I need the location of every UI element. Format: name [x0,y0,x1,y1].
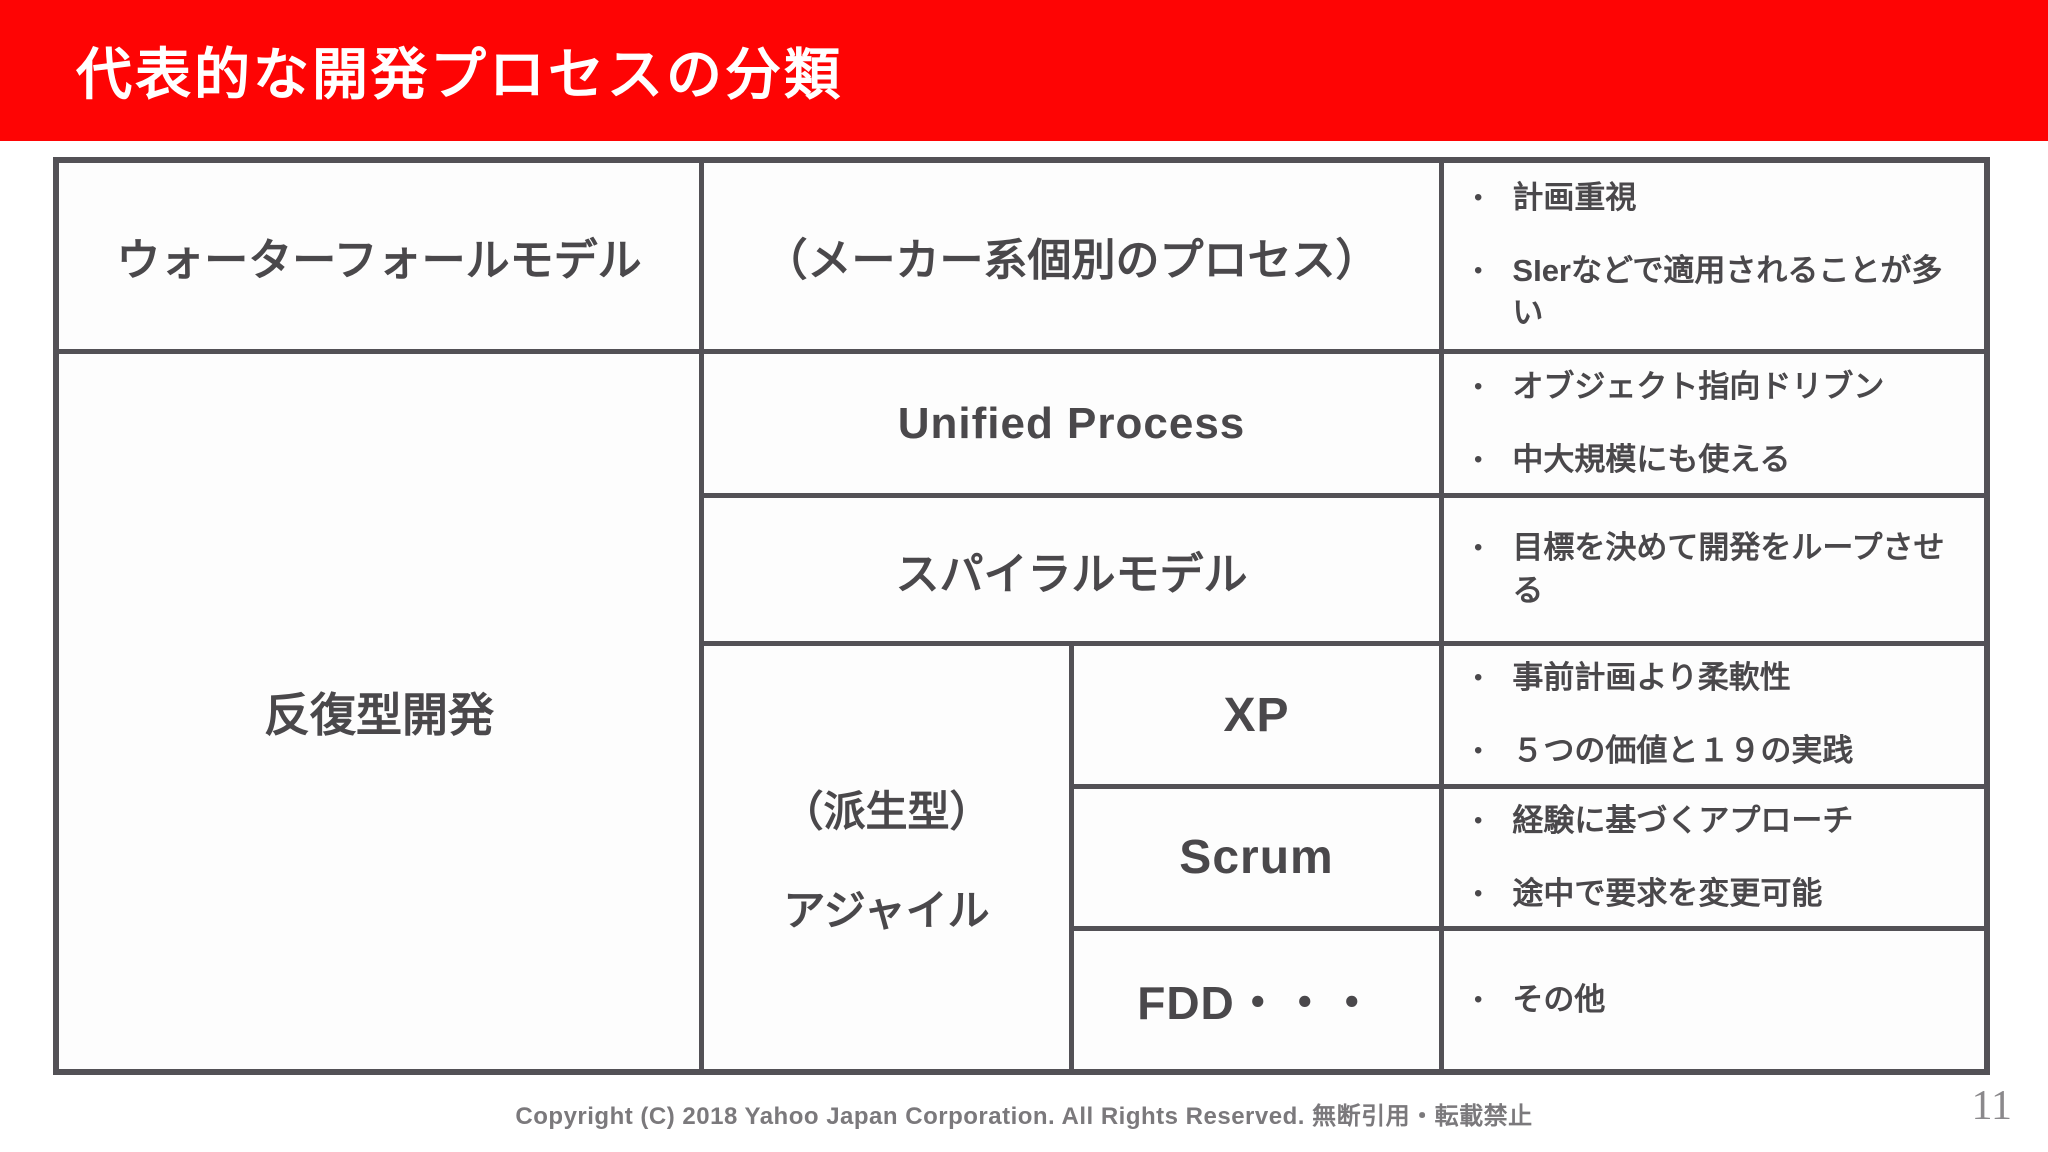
cell-scrum-notes: • 経験に基づくアプローチ • 途中で要求を変更可能 [1444,789,1984,926]
note-text: オブジェクト指向ドリブン [1512,368,1885,404]
agile-label-line2: アジャイル [783,886,990,934]
bullet-icon: • [1474,183,1483,211]
list-item: • その他 [1474,979,1605,1022]
list-item: • 経験に基づくアプローチ [1474,800,1853,843]
unified-process-label: Unified Process [897,398,1246,448]
note-text: 計画重視 [1512,179,1637,215]
note-text: 中大規模にも使える [1512,441,1791,477]
cell-scrum: Scrum [1074,789,1439,926]
bullet-icon: • [1474,533,1483,561]
note-text: 経験に基づくアプローチ [1512,802,1854,838]
note-text: ５つの価値と１９の実践 [1512,733,1854,768]
process-classification-table: ウォーターフォールモデル （メーカー系個別のプロセス） • 計画重視 • SIe… [53,157,1990,1075]
note-text: 目標を決めて開発をループさせる [1512,529,1945,608]
cell-spiral-model: スパイラルモデル [704,498,1439,641]
bullet-icon: • [1474,985,1483,1013]
note-text: その他 [1512,981,1606,1017]
cell-waterfall-model: ウォーターフォールモデル [59,163,699,349]
title-banner: 代表的な開発プロセスの分類 [0,0,2048,141]
cell-agile-derived: （派生型） アジャイル [704,646,1069,1069]
note-text: SIerなどで適用されることが多い [1512,252,1943,331]
list-item: • オブジェクト指向ドリブン [1474,366,1884,409]
list-item: • SIerなどで適用されることが多い [1474,250,1960,336]
list-item: • 中大規模にも使える [1474,439,1790,482]
cell-maker-process-notes: • 計画重視 • SIerなどで適用されることが多い [1444,163,1984,349]
spiral-model-label: スパイラルモデル [895,549,1248,599]
bullet-icon: • [1474,445,1483,473]
list-item: • 目標を決めて開発をループさせる [1474,527,1960,613]
cell-xp: XP [1074,646,1439,784]
bullet-icon: • [1474,737,1483,764]
cell-fdd: FDD・・・ [1074,931,1439,1069]
copyright-footer: Copyright (C) 2018 Yahoo Japan Corporati… [515,1103,1533,1130]
cell-xp-notes: • 事前計画より柔軟性 • ５つの価値と１９の実践 [1444,646,1984,784]
list-item: • ５つの価値と１９の実践 [1474,730,1853,773]
scrum-label: Scrum [1179,831,1334,884]
waterfall-label: ウォーターフォールモデル [116,236,642,285]
xp-label: XP [1223,688,1290,742]
list-item: • 事前計画より柔軟性 [1474,657,1791,700]
bullet-icon: • [1474,879,1483,907]
cell-unified-process-notes: • オブジェクト指向ドリブン • 中大規模にも使える [1444,354,1984,493]
cell-fdd-notes: • その他 [1444,931,1984,1069]
bullet-icon: • [1474,664,1483,692]
bullet-icon: • [1474,256,1483,284]
cell-iterative-development: 反復型開発 [59,354,699,1069]
bullet-icon: • [1474,806,1483,834]
fdd-label: FDD・・・ [1137,977,1376,1029]
cell-maker-process: （メーカー系個別のプロセス） [704,163,1439,349]
note-text: 途中で要求を変更可能 [1512,875,1823,911]
maker-process-label: （メーカー系個別のプロセス） [763,236,1380,285]
cell-unified-process: Unified Process [704,354,1439,493]
agile-label-line1: （派生型） [781,787,992,835]
cell-spiral-model-notes: • 目標を決めて開発をループさせる [1444,498,1984,641]
list-item: • 途中で要求を変更可能 [1474,873,1822,916]
note-text: 事前計画より柔軟性 [1512,660,1791,696]
iterative-label: 反復型開発 [264,688,494,741]
bullet-icon: • [1474,372,1483,400]
page-number: 11 [1971,1083,2012,1129]
list-item: • 計画重視 [1474,177,1636,220]
page-title: 代表的な開発プロセスの分類 [76,43,843,106]
